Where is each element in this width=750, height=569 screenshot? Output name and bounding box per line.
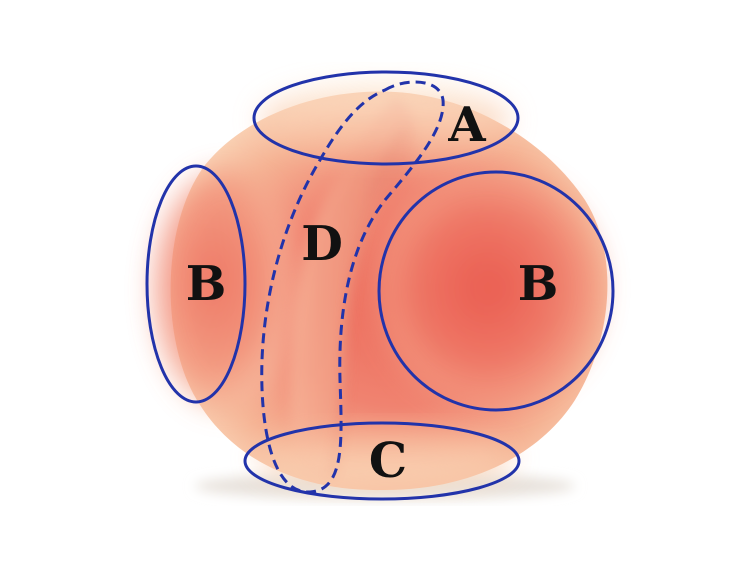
region-c-outline (243, 421, 521, 501)
region-d-outline (260, 80, 445, 494)
region-a-outline (252, 70, 520, 166)
right-lobe-blush (376, 170, 600, 406)
bottom-highlight (257, 430, 513, 486)
region-b-right-outline (377, 170, 615, 412)
label-b-left: B (185, 256, 227, 312)
crease-shadow-line (328, 129, 407, 479)
label-a: A (448, 97, 486, 153)
label-c: C (368, 433, 408, 489)
left-lobe-blush (155, 172, 295, 408)
peach-seam (289, 100, 416, 475)
top-highlight (260, 84, 510, 156)
label-b-right: B (517, 256, 559, 312)
label-d: D (301, 216, 343, 272)
region-b-left-outline (145, 164, 247, 404)
